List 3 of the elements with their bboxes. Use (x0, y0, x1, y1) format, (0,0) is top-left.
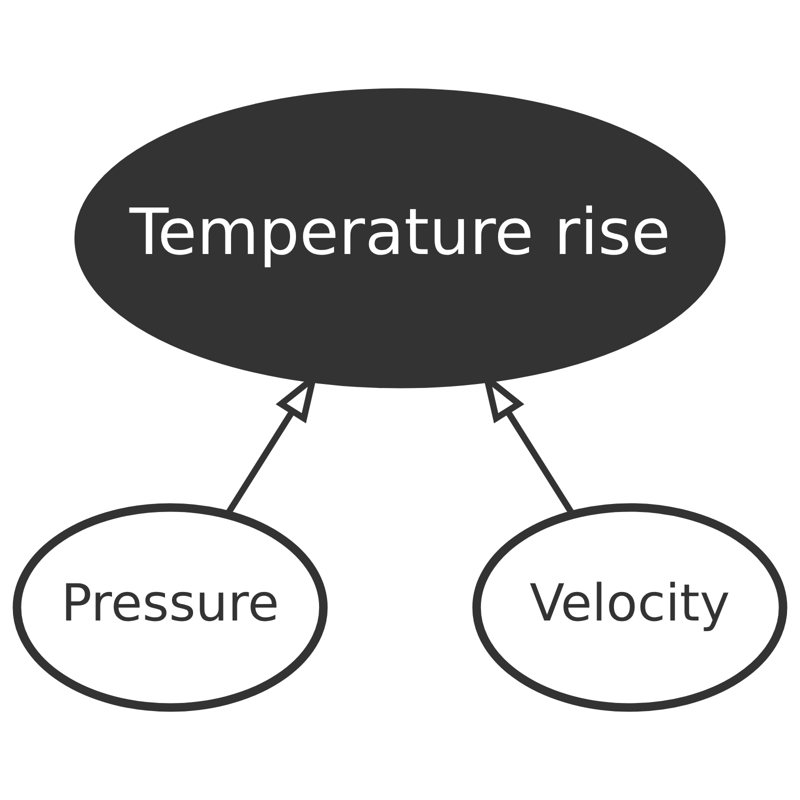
node-ellipse: Velocity (472, 503, 788, 712)
node-ellipse: Pressure (12, 503, 328, 712)
node-ellipse: Temperature rise (74, 88, 726, 388)
